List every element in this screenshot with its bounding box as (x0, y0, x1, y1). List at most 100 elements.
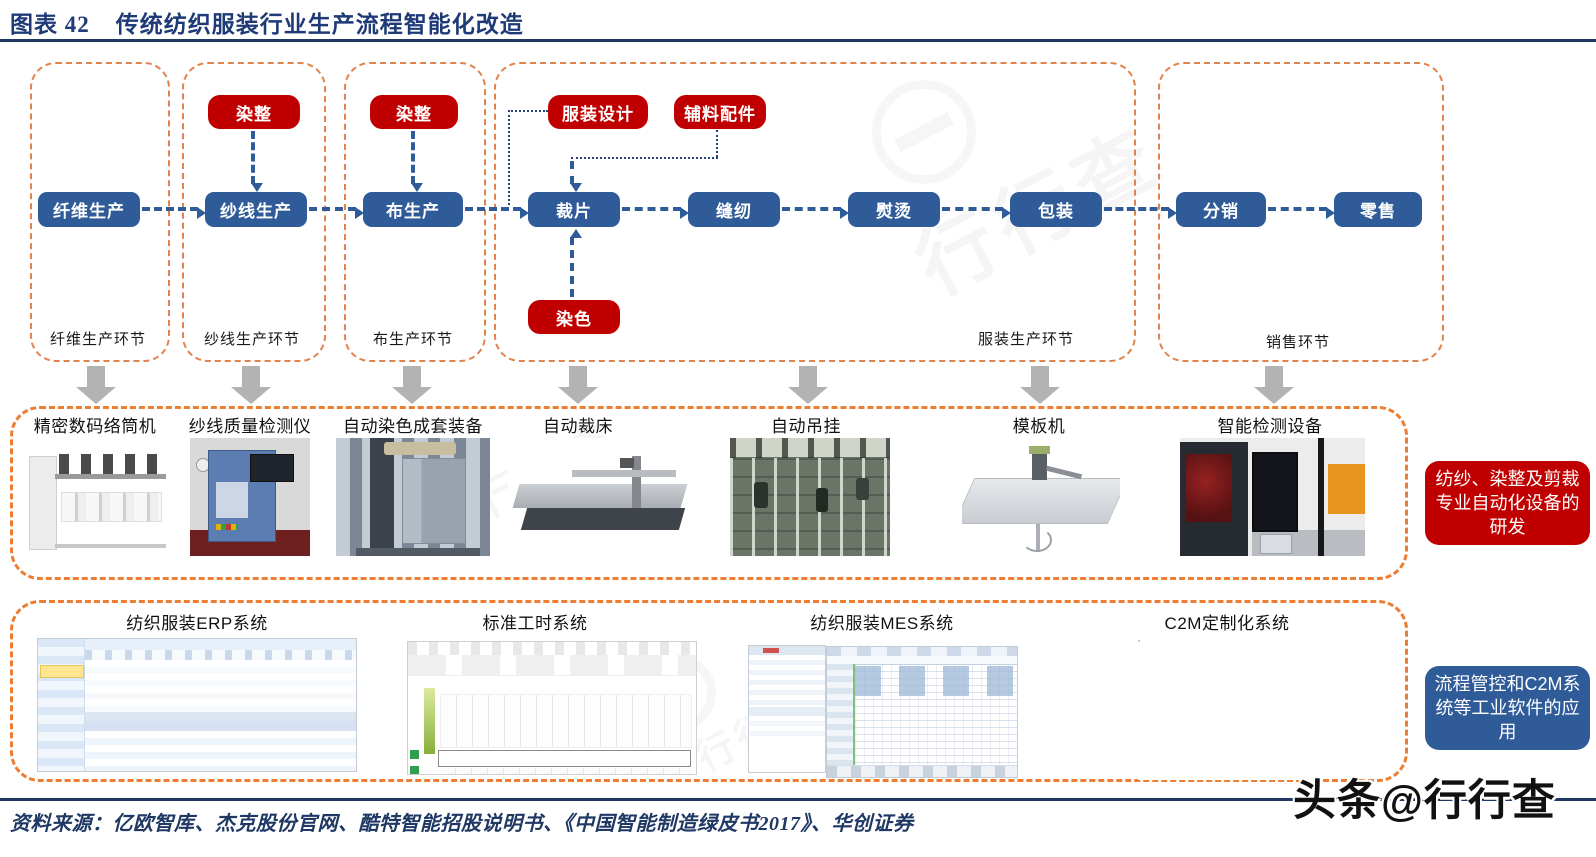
machine-part (962, 478, 1120, 524)
machine-part (1029, 446, 1050, 454)
ui-mock-part (85, 660, 356, 712)
machine-part (520, 508, 686, 530)
ui-mock-part (749, 707, 825, 716)
flow-box-dist: 分销 (1176, 192, 1266, 227)
machine-part (216, 482, 248, 518)
stage-container-garment (494, 62, 1136, 362)
machine-part (370, 438, 394, 556)
arrow-dyeing-to-cut (570, 229, 582, 297)
machine-part (384, 442, 456, 455)
flow-box-accessories: 辅料配件 (674, 95, 766, 129)
stage-container-yarn (182, 62, 326, 362)
equipment-label: 模板机 (1012, 417, 1066, 436)
flow-box-pack: 包装 (1010, 192, 1102, 227)
screenshot-mes-system-left (748, 645, 826, 773)
flow-box-cut: 裁片 (528, 192, 620, 227)
ui-mock-part (408, 642, 696, 656)
machine-part (250, 454, 294, 482)
equipment-note: 纺纱、染整及剪裁专业自动化设备的研发 (1425, 461, 1590, 545)
connector-accessories-vertical (716, 130, 718, 157)
flow-box-dyeing: 染色 (528, 300, 620, 334)
machine-part (730, 438, 890, 458)
arrow-pack-to-dist (1104, 207, 1177, 219)
equipment-label: 自动裁床 (543, 417, 613, 436)
ui-mock-part (440, 768, 692, 774)
figure-title-text: 传统纺织服装行业生产流程智能化改造 (115, 12, 524, 37)
ui-mock-part (749, 655, 825, 707)
machine-part (512, 484, 688, 508)
ui-mock-part (410, 750, 419, 759)
ui-mock-part (408, 655, 696, 676)
machine-part (1022, 528, 1052, 552)
machine-part (59, 454, 164, 474)
flow-box-dye-finish-2: 染整 (370, 95, 458, 129)
machine-part (55, 474, 166, 479)
machine-part (1032, 452, 1047, 480)
machine-part (29, 456, 57, 550)
ui-mock-part (38, 639, 85, 771)
connector-design-vertical (508, 110, 510, 205)
equipment-label: 纱线质量检测仪 (188, 417, 312, 436)
arrow-fabric-to-cut (465, 207, 529, 219)
screenshot-mes-system-main (826, 646, 1018, 778)
equipment-panel (10, 406, 1408, 580)
stage-label-sales: 销售环节 (1265, 334, 1331, 351)
flow-box-fiber: 纤维生产 (38, 192, 140, 227)
machine-part (1328, 464, 1365, 514)
arrow-sew-to-iron (782, 207, 849, 219)
equipment-label: 智能检测设备 (1217, 417, 1323, 436)
ui-mock-part (749, 716, 825, 736)
arrow-iron-to-pack (942, 207, 1011, 219)
photo-smart-inspection (1180, 438, 1365, 556)
down-arrow-icon (558, 366, 598, 404)
figure-number: 图表 42 (10, 12, 90, 37)
down-arrow-icon (788, 366, 828, 404)
arrow-up-icon (570, 229, 582, 238)
arrow-accessories-to-cut (570, 161, 582, 192)
connector-design-horizontal (508, 110, 548, 112)
flow-box-retail: 零售 (1334, 192, 1422, 227)
ui-mock-part (410, 766, 419, 774)
down-arrow-icon (392, 366, 432, 404)
software-label: 纺织服装ERP系统 (126, 614, 268, 633)
ui-mock-part (40, 665, 84, 678)
arrow-right-icon (1326, 207, 1335, 219)
down-arrow-icon (76, 366, 116, 404)
photo-auto-cutting-bed (508, 438, 690, 556)
equipment-label: 自动吊挂 (771, 417, 841, 436)
flow-box-sew: 缝纫 (688, 192, 780, 227)
ui-mock-part (424, 688, 435, 754)
photo-auto-hanging-system (730, 438, 890, 556)
arrow-fiber-to-yarn (142, 207, 206, 219)
screenshot-erp-system (37, 638, 357, 772)
arrow-right-icon (355, 207, 364, 219)
equipment-label: 精密数码络筒机 (33, 417, 157, 436)
screenshot-standard-hours-system (407, 641, 697, 775)
stage-label-fiber: 纤维生产环节 (49, 331, 147, 348)
flow-box-design: 服装设计 (548, 95, 648, 129)
photo-yarn-tester (190, 438, 310, 556)
photo-dyeing-equipment (336, 438, 490, 556)
stage-label-yarn: 纱线生产环节 (203, 331, 301, 348)
photo-template-machine (962, 438, 1120, 556)
machine-part (1186, 454, 1232, 522)
arrow-right-icon (197, 207, 206, 219)
arrow-yarn-to-fabric (309, 207, 364, 219)
arrow-right-icon (680, 207, 689, 219)
machine-part (61, 492, 162, 522)
machine-part (1318, 438, 1324, 556)
arrow-right-icon (1168, 207, 1177, 219)
ui-mock-part (85, 721, 356, 731)
stage-container-sales (1158, 62, 1444, 362)
photo-winding-machine (25, 438, 170, 556)
software-label: C2M定制化系统 (1164, 614, 1290, 633)
ui-mock-part (440, 694, 692, 748)
flow-box-iron: 熨烫 (848, 192, 940, 227)
machine-part (632, 456, 641, 508)
source-line: 资料来源：亿欧智库、杰克股份官网、酷特智能招股说明书、《中国智能制造绿皮书201… (10, 813, 914, 835)
machine-part (1252, 452, 1298, 532)
machine-part (1260, 534, 1292, 554)
machine-part (856, 478, 869, 500)
software-note: 流程管控和C2M系统等工业软件的应用 (1425, 666, 1590, 750)
